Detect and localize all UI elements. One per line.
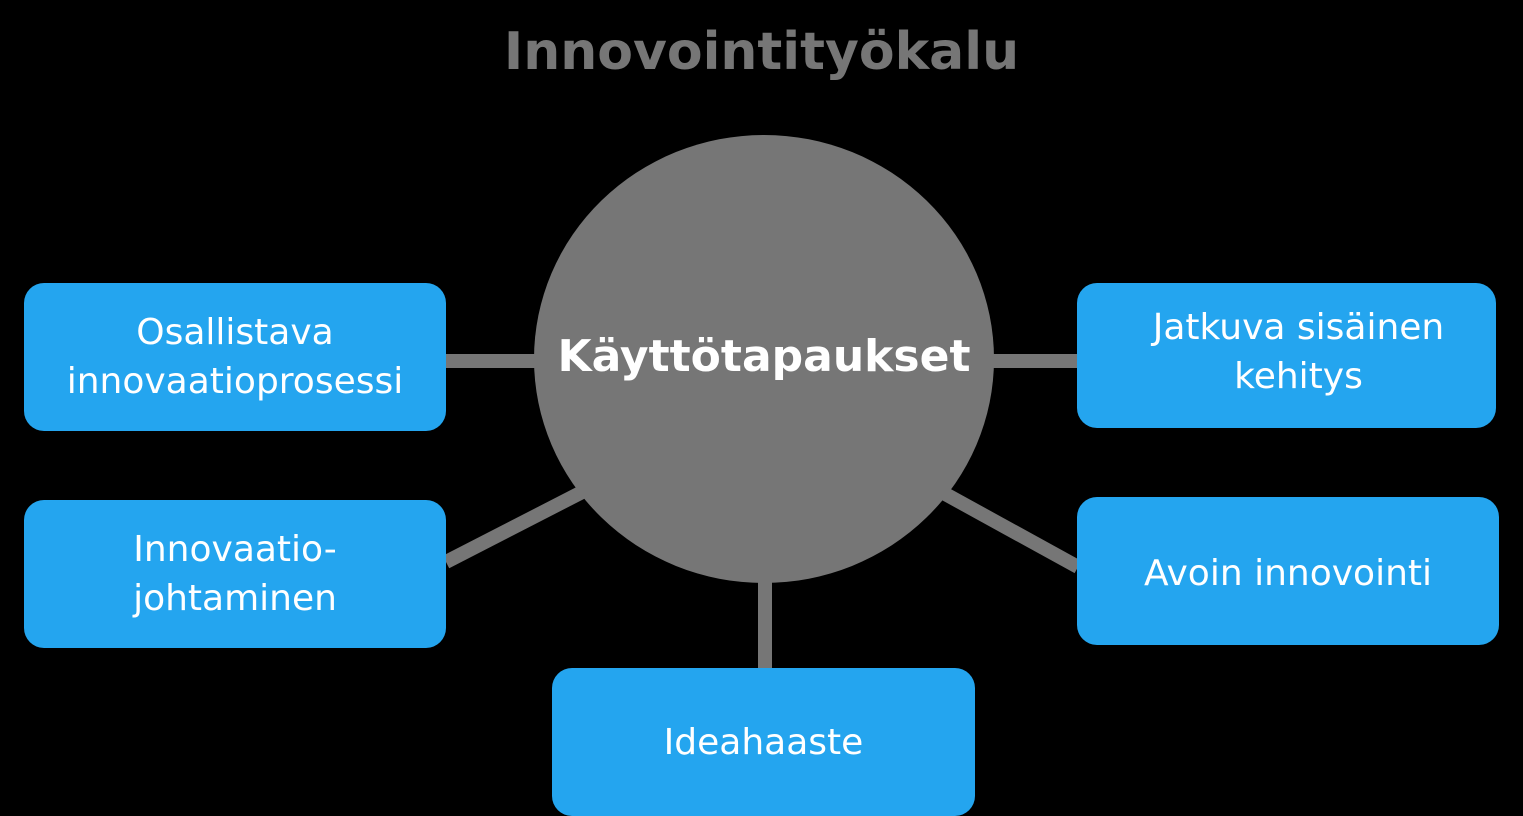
node-label-line: Ideahaaste <box>663 721 864 763</box>
node-label-line: Innovaatio- <box>133 529 337 570</box>
node-label-line: kehitys <box>1234 355 1363 397</box>
connector-johtaminen <box>442 481 594 569</box>
node-ideahaaste: Ideahaaste <box>552 668 975 816</box>
node-innovaatiojohtaminen: Innovaatio- johtaminen <box>24 500 446 648</box>
node-label-line: Avoin innovointi <box>1143 552 1433 594</box>
node-label-line: Osallistava <box>136 312 334 353</box>
hub-label: Käyttötapaukset <box>557 330 971 382</box>
connector-avoin <box>934 483 1082 574</box>
node-label-line: johtaminen <box>133 578 337 619</box>
node-avoin-innovointi: Avoin innovointi <box>1077 497 1499 645</box>
diagram-title: Innovointityökalu <box>503 22 1020 82</box>
node-jatkuva-sisainen-kehitys: Jatkuva sisäinen kehitys <box>1077 283 1496 428</box>
node-label-line: innovaatioprosessi <box>66 361 404 402</box>
hub-circle: Käyttötapaukset <box>534 135 994 583</box>
node-osallistava-innovaatioprosessi: Osallistava innovaatioprosessi <box>24 283 446 431</box>
node-label-line: Jatkuva sisäinen <box>1152 306 1445 348</box>
